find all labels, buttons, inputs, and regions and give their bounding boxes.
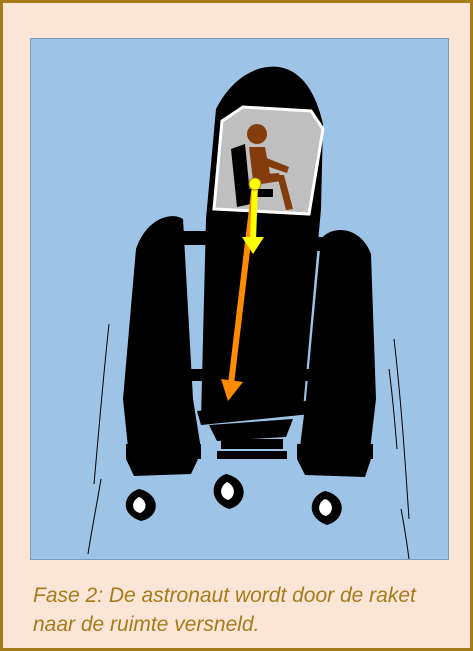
center-flame	[214, 474, 244, 509]
left-flame	[126, 489, 156, 521]
right-flame	[312, 491, 342, 525]
rocket-icon	[31, 39, 449, 560]
figure-caption: Fase 2: De astronaut wordt door de raket…	[33, 581, 463, 639]
left-booster	[123, 216, 201, 476]
rocket-illustration	[30, 38, 449, 560]
